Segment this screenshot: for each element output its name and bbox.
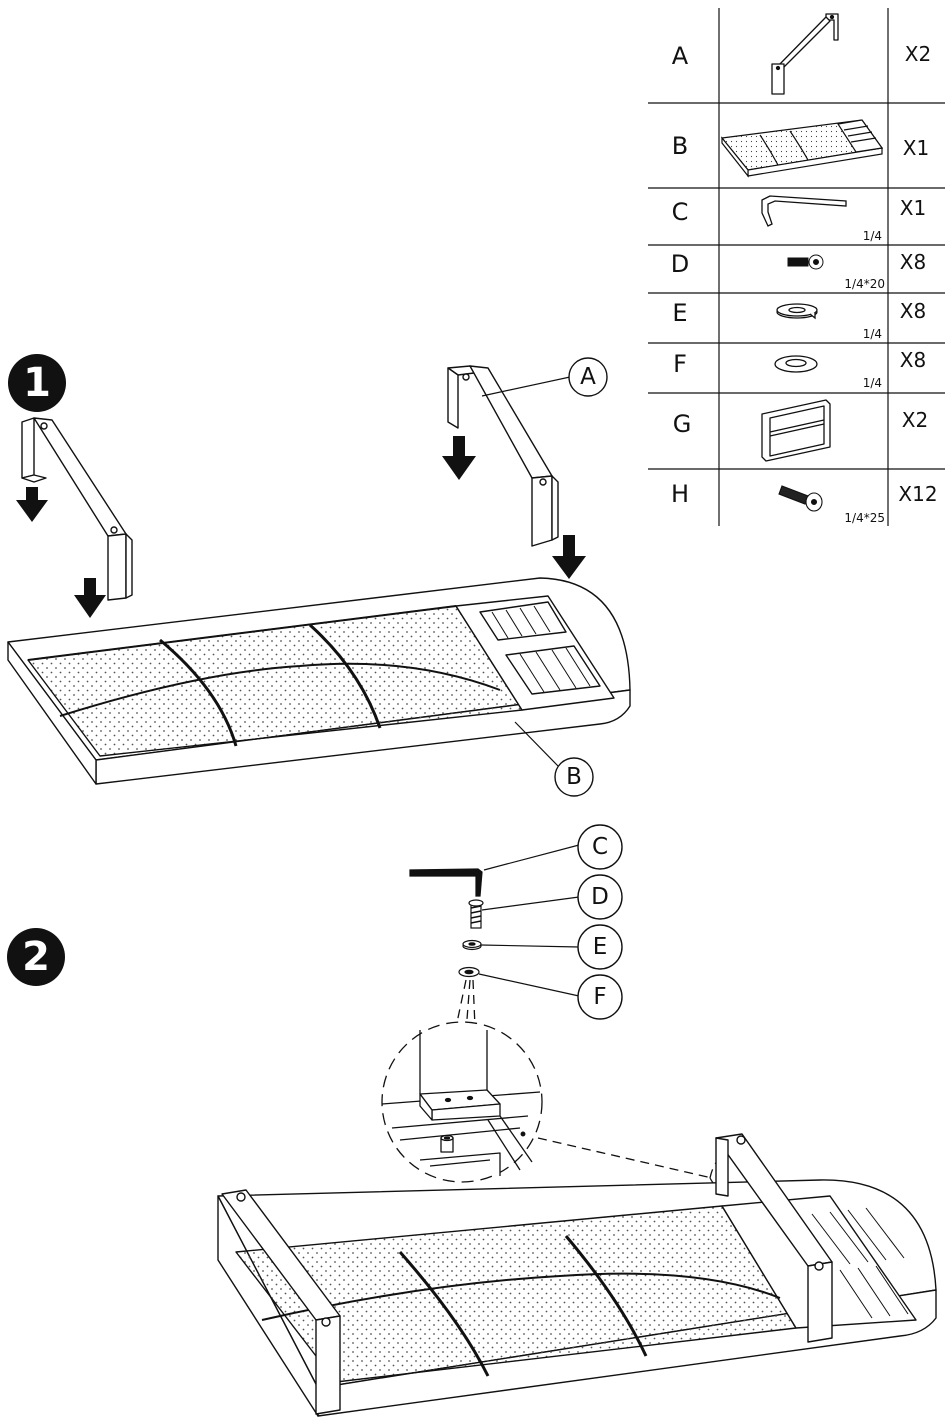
part-e-lock-washer-icon xyxy=(777,304,817,318)
part-size-c: 1/4 xyxy=(863,229,882,243)
part-size-e: 1/4 xyxy=(863,327,882,341)
step-1-number: 1 xyxy=(23,360,51,406)
callout-a-label: A xyxy=(580,364,596,390)
step-2-number: 2 xyxy=(22,934,50,980)
allen-key-icon xyxy=(410,869,482,896)
parts-sizes: 1/4 1/4*20 1/4 1/4 1/4*25 xyxy=(844,229,885,525)
lock-washer-icon xyxy=(463,941,481,950)
down-arrow-icon xyxy=(16,487,48,522)
part-letter-e: E xyxy=(672,299,687,327)
part-qty-a: X2 xyxy=(905,42,931,66)
part-size-f: 1/4 xyxy=(863,376,882,390)
part-qty-f: X8 xyxy=(900,348,926,372)
part-letter-b: B xyxy=(672,132,688,160)
part-a-leg-icon xyxy=(772,14,838,94)
flat-washer-icon xyxy=(459,968,479,977)
part-letter-f: F xyxy=(673,350,687,378)
callout-c: C xyxy=(484,825,622,870)
parts-quantities: X2 X1 X1 X8 X8 X8 X2 X12 xyxy=(898,42,937,506)
step-2-assembled-table xyxy=(218,1134,936,1416)
down-arrow-icon xyxy=(552,535,586,579)
callout-d: D xyxy=(482,875,622,919)
parts-letters: A B C D E F G H xyxy=(671,42,692,508)
part-letter-g: G xyxy=(673,410,692,438)
part-letter-d: D xyxy=(671,250,689,278)
part-qty-h: X12 xyxy=(898,482,937,506)
part-qty-c: X1 xyxy=(900,196,926,220)
part-qty-b: X1 xyxy=(903,136,929,160)
part-h-long-bolt-icon xyxy=(779,486,822,511)
step-2-badge: 2 xyxy=(7,928,65,986)
part-qty-e: X8 xyxy=(900,299,926,323)
part-d-bolt-icon xyxy=(788,255,823,269)
part-qty-g: X2 xyxy=(902,408,928,432)
part-size-d: 1/4*20 xyxy=(844,277,885,291)
down-arrow-icon xyxy=(442,436,476,480)
callout-e: E xyxy=(481,925,622,969)
step-1-tabletop xyxy=(8,578,630,784)
bolt-icon xyxy=(469,900,483,928)
callout-f-label: F xyxy=(593,984,606,1010)
callout-b-label: B xyxy=(566,764,582,790)
part-size-h: 1/4*25 xyxy=(844,511,885,525)
callout-d-label: D xyxy=(591,884,609,910)
step-2-detail-view xyxy=(382,1022,542,1182)
step-2-hardware xyxy=(410,869,483,977)
part-letter-h: H xyxy=(671,480,689,508)
down-arrow-icon xyxy=(74,578,106,618)
part-letter-a: A xyxy=(672,42,689,70)
part-g-bracket-icon xyxy=(762,400,830,461)
part-b-tabletop-icon xyxy=(722,120,882,176)
callout-f: F xyxy=(479,974,622,1019)
step-1-badge: 1 xyxy=(8,354,66,412)
part-f-flat-washer-icon xyxy=(775,356,817,372)
part-c-allen-key-icon xyxy=(762,196,846,226)
callout-e-label: E xyxy=(593,934,608,960)
callout-c-label: C xyxy=(592,834,608,860)
part-letter-c: C xyxy=(672,198,689,226)
part-qty-d: X8 xyxy=(900,250,926,274)
